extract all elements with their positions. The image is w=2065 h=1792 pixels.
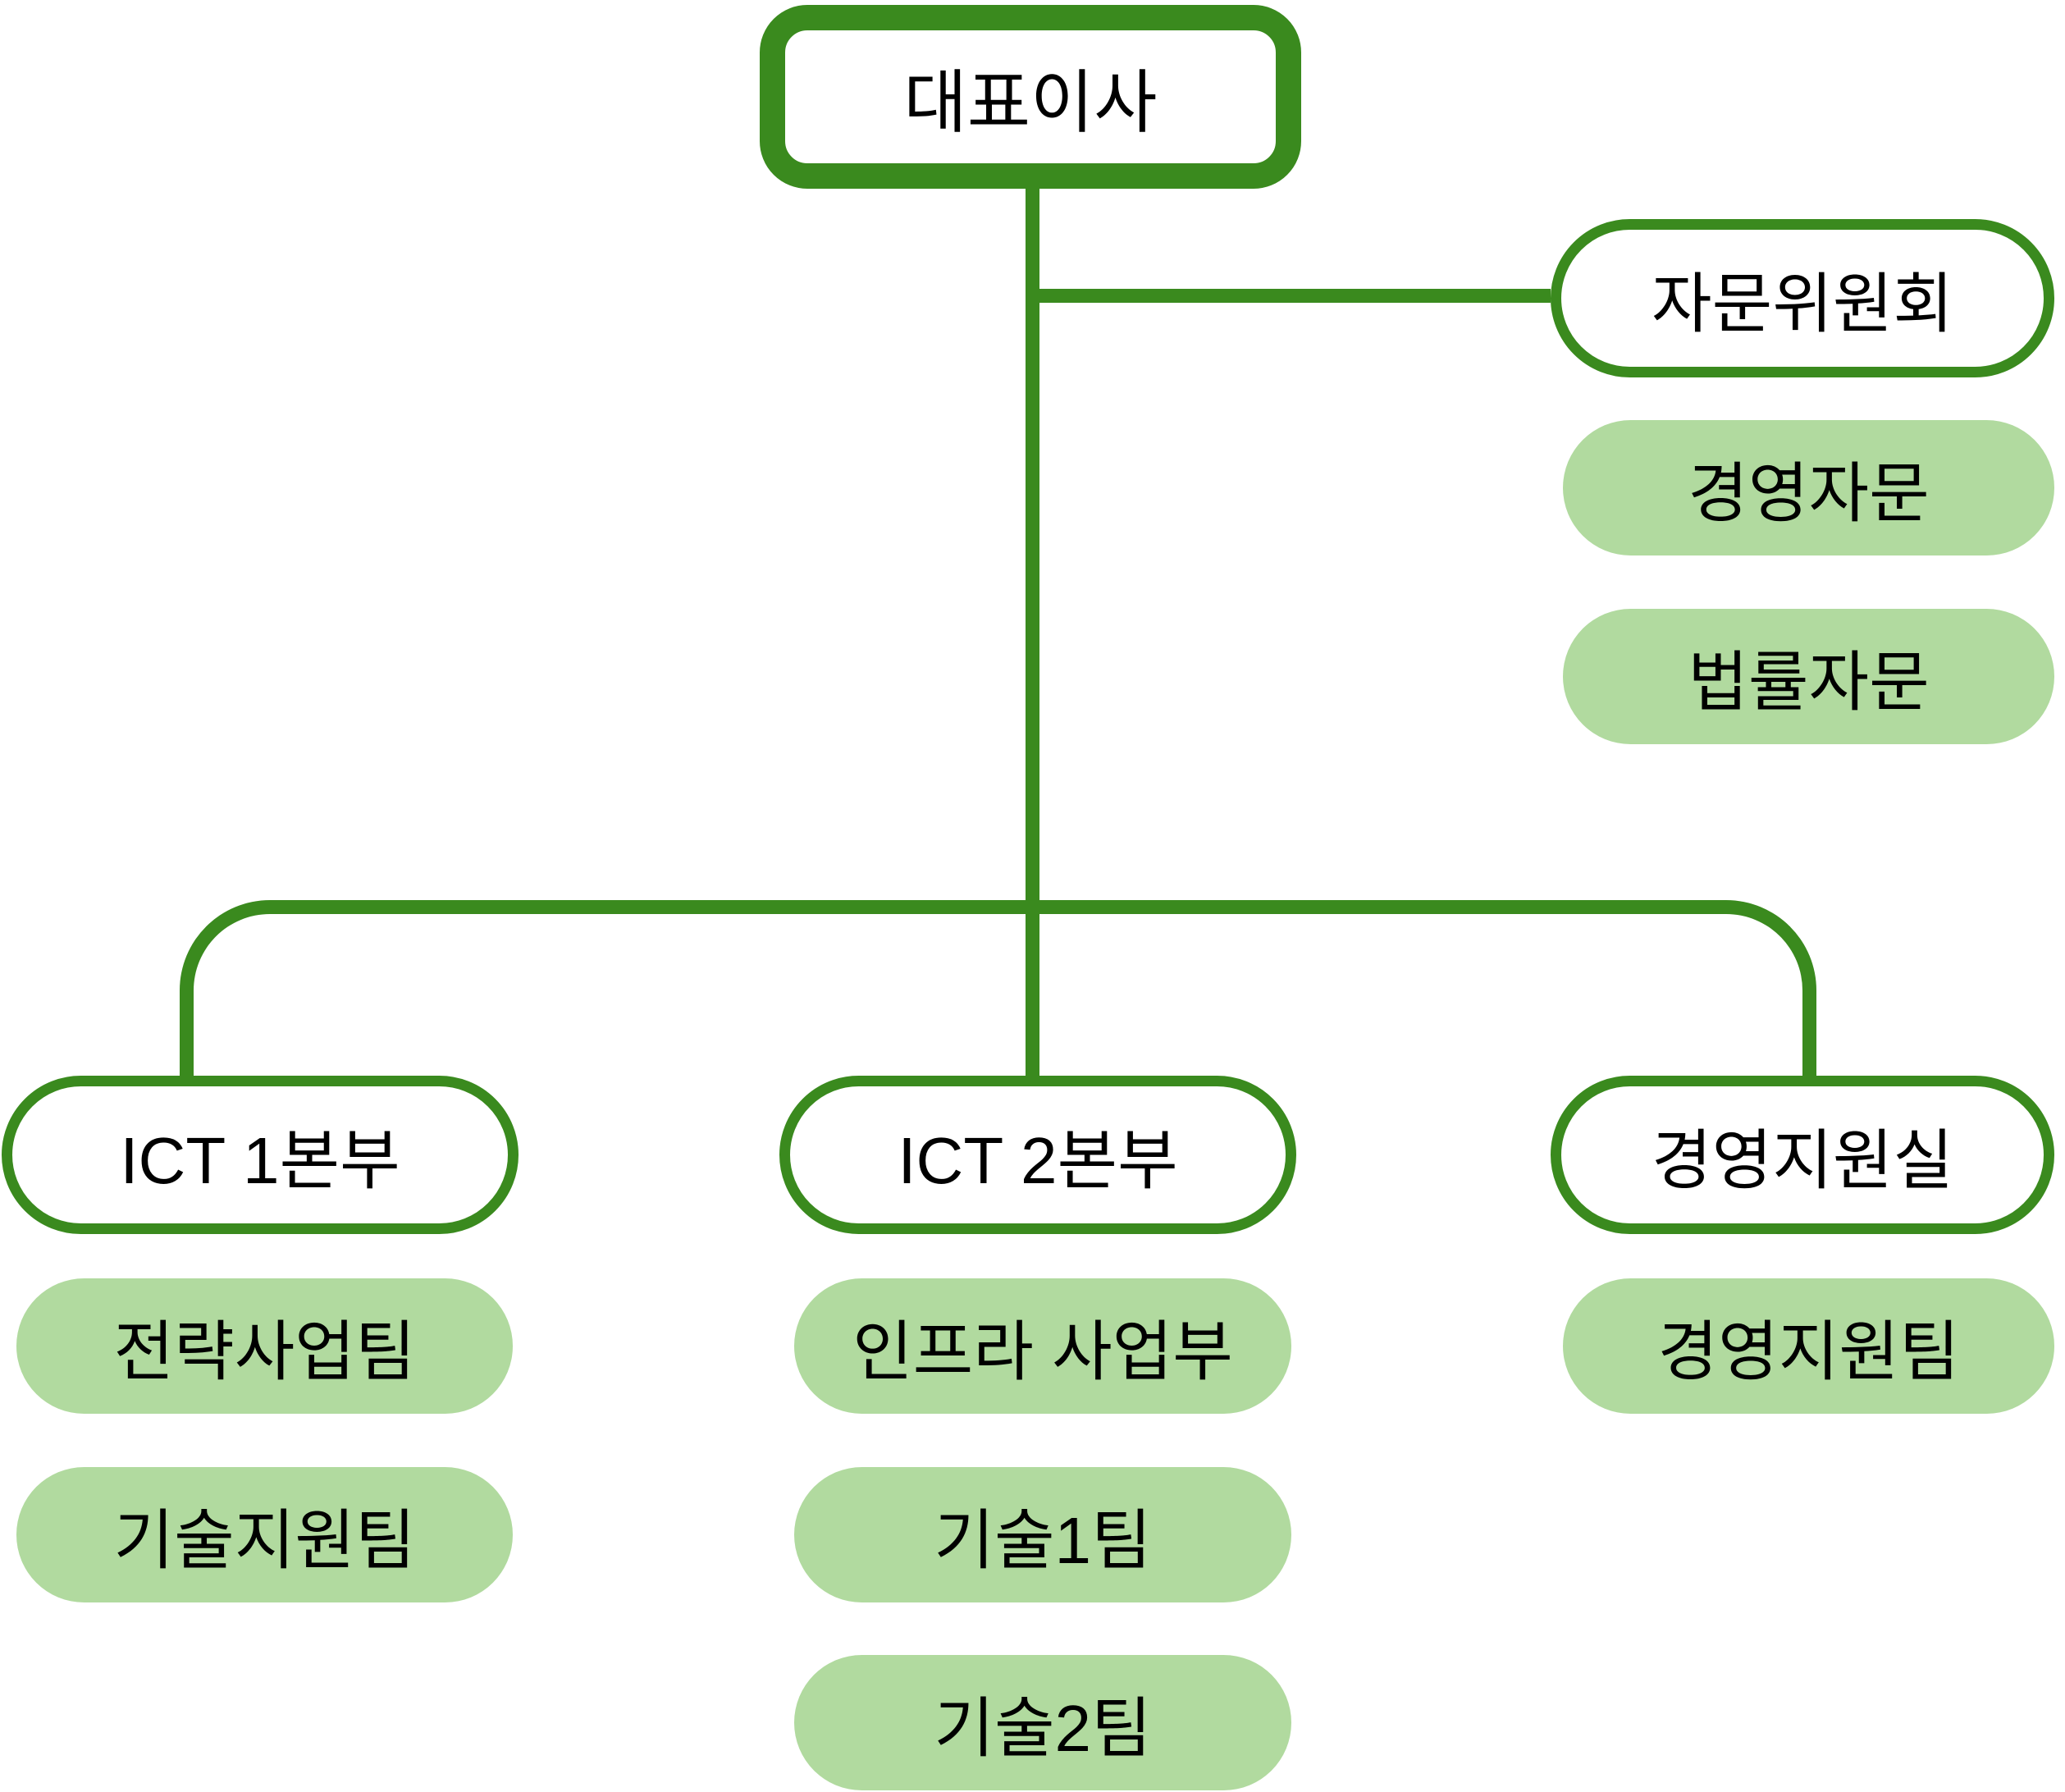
connector-division-split xyxy=(180,900,1816,1076)
node-advisory-committee: 자문위원회 xyxy=(1551,219,2054,377)
node-tech-team-1: 기술1팀 xyxy=(794,1467,1291,1602)
node-ict-division-2: ICT 2본부 xyxy=(779,1076,1296,1234)
node-technical-support-team: 기술지원팀 xyxy=(16,1467,513,1602)
node-tech-team-1-label: 기술1팀 xyxy=(934,1503,1152,1577)
node-legal-advisory-label: 법률자문 xyxy=(1688,645,1930,719)
node-management-support-team: 경영지원팀 xyxy=(1563,1278,2054,1414)
node-technical-support-team-label: 기술지원팀 xyxy=(113,1503,416,1577)
node-management-advisory: 경영자문 xyxy=(1563,420,2054,555)
node-advisory-committee-label: 자문위원회 xyxy=(1652,267,1953,341)
node-management-support-office-label: 경영지원실 xyxy=(1652,1123,1953,1197)
node-management-advisory-label: 경영자문 xyxy=(1688,456,1930,530)
node-infra-business-division-label: 인프라 사업부 xyxy=(852,1314,1233,1388)
node-legal-advisory: 법률자문 xyxy=(1563,609,2054,744)
node-ict-division-1-label: ICT 1본부 xyxy=(120,1123,400,1197)
node-ceo: 대표이사 xyxy=(760,5,1301,189)
connector-trunk-vertical xyxy=(1026,185,1039,1076)
node-ict-division-2-label: ICT 2본부 xyxy=(898,1123,1178,1197)
node-management-support-office: 경영지원실 xyxy=(1551,1076,2054,1234)
node-management-support-team-label: 경영지원팀 xyxy=(1657,1314,1960,1388)
node-ceo-label: 대표이사 xyxy=(903,63,1158,141)
node-ict-division-1: ICT 1본부 xyxy=(2,1076,519,1234)
node-tech-team-2: 기술2팀 xyxy=(794,1655,1291,1790)
node-strategic-business-team-label: 전략사업팀 xyxy=(113,1314,416,1388)
node-strategic-business-team: 전략사업팀 xyxy=(16,1278,513,1414)
node-infra-business-division: 인프라 사업부 xyxy=(794,1278,1291,1414)
node-tech-team-2-label: 기술2팀 xyxy=(934,1691,1152,1765)
connector-advisory-branch xyxy=(1033,289,1551,303)
